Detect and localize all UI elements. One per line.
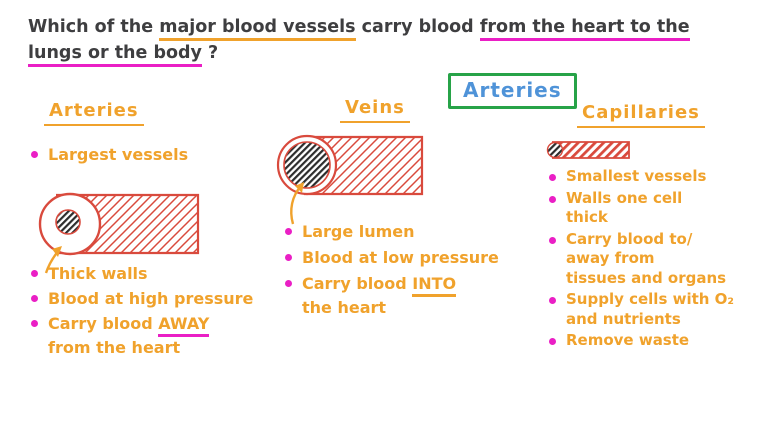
text-segment: INTO <box>412 274 457 297</box>
bullet-dot <box>285 253 292 261</box>
column-header-arteries: Arteries <box>44 100 144 126</box>
text-segment: Which of the <box>28 17 160 37</box>
text-segment: from the heart to the <box>479 17 690 41</box>
text-segment: thick <box>566 208 608 226</box>
text-line: lungs or the body ? <box>28 40 740 68</box>
bullet-item: Blood at low pressure <box>280 246 528 270</box>
answer-box: Arteries <box>448 73 577 109</box>
bullet-item: Remove waste <box>544 331 760 351</box>
bullet-dot <box>31 320 38 328</box>
artery-cross-section-diagram <box>38 192 200 274</box>
text-line: and nutrients <box>566 310 760 330</box>
text-segment: Carry blood <box>48 314 159 334</box>
column-header-veins: Veins <box>340 97 410 123</box>
bullet-item: Thick walls <box>26 262 288 285</box>
arteries-bullet-list-top: Largest vessels <box>26 143 271 168</box>
bullet-dot <box>31 269 38 277</box>
text-segment: Thick walls <box>48 264 148 283</box>
text-segment: major blood vessels <box>159 17 356 41</box>
text-segment: carry blood <box>355 17 480 37</box>
question-text: Which of the major blood vessels carry b… <box>28 14 740 68</box>
text-line: Large lumen <box>302 220 528 244</box>
text-segment: away from <box>566 249 655 267</box>
text-line: Smallest vessels <box>566 167 760 187</box>
bullet-item: Blood at high pressure <box>26 287 288 310</box>
text-segment: and nutrients <box>566 309 681 328</box>
bullet-dot <box>549 174 556 182</box>
text-segment: Blood at low pressure <box>302 248 499 267</box>
text-line: Carry blood to/ <box>566 230 760 250</box>
text-segment: from the heart <box>48 337 181 357</box>
text-segment: tissues and organs <box>566 268 727 287</box>
text-line: Largest vessels <box>48 143 271 166</box>
answer-label: Arteries <box>463 78 562 102</box>
bullet-dot <box>31 150 38 158</box>
text-segment: AWAY <box>158 314 210 338</box>
text-segment: Supply cells with O₂ <box>566 290 734 308</box>
column-header-capillaries: Capillaries <box>577 102 705 128</box>
text-segment: Smallest vessels <box>566 167 707 185</box>
text-line: thick <box>566 208 760 228</box>
bullet-dot <box>549 236 556 244</box>
bullet-dot <box>285 227 292 235</box>
bullet-dot <box>549 338 556 346</box>
text-line: Supply cells with O₂ <box>566 290 760 310</box>
text-line: from the heart <box>48 336 288 359</box>
text-line: Which of the major blood vessels carry b… <box>28 14 740 41</box>
text-line: Walls one cell <box>566 189 760 209</box>
bullet-dot <box>285 279 292 287</box>
text-line: Blood at low pressure <box>302 246 528 270</box>
bullet-dot <box>549 195 556 203</box>
capillary-vessel-diagram <box>546 141 630 159</box>
text-segment: the heart <box>302 298 387 317</box>
text-line: tissues and organs <box>566 269 760 289</box>
text-segment: ? <box>201 43 219 64</box>
text-segment: Carry blood to/ <box>566 229 693 248</box>
vein-cross-section-diagram <box>276 134 424 225</box>
bullet-item: Largest vessels <box>26 143 271 166</box>
bullet-item: Large lumen <box>280 220 528 244</box>
bullet-dot <box>549 297 556 305</box>
text-segment: Carry blood <box>302 274 413 293</box>
text-segment: lungs or the body <box>28 43 202 68</box>
text-line: the heart <box>302 296 528 320</box>
text-segment: Remove waste <box>566 331 690 349</box>
text-line: away from <box>566 249 760 269</box>
text-line: Remove waste <box>566 331 760 351</box>
bullet-item: Smallest vessels <box>544 167 760 187</box>
text-segment: Walls one cell <box>566 188 683 207</box>
text-segment: Large lumen <box>302 222 415 241</box>
text-line: Blood at high pressure <box>48 287 288 310</box>
text-segment: Largest vessels <box>48 145 189 164</box>
text-line: Thick walls <box>48 262 288 285</box>
text-line: Carry blood INTO <box>302 272 528 297</box>
text-line: Carry blood AWAY <box>48 312 288 338</box>
text-segment: Blood at high pressure <box>48 289 254 309</box>
bullet-dot <box>31 294 38 302</box>
